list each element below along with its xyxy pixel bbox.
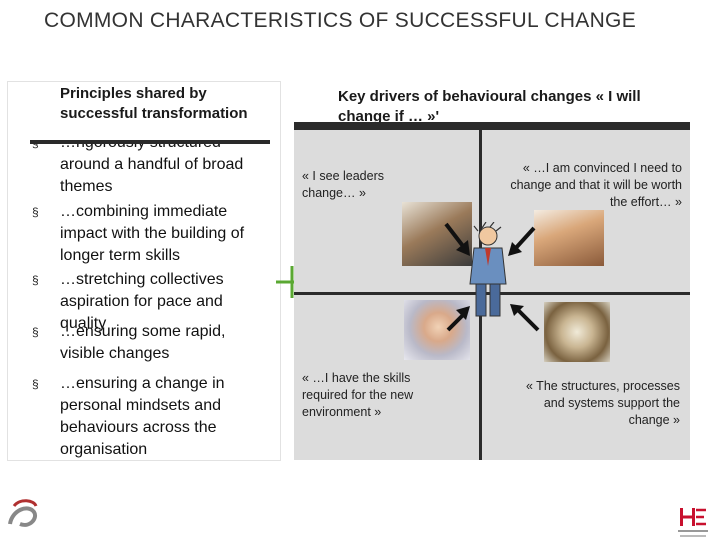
climbers-photo	[402, 202, 472, 266]
principle-text-5: …ensuring a change in personal mindsets …	[60, 375, 225, 458]
drivers-header: Key drivers of behavioural changes « I w…	[294, 82, 690, 130]
principle-item-3: § …stretching collectives aspiration for…	[8, 269, 272, 335]
driver-leaders-text: « I see leaders change… »	[302, 169, 384, 200]
principles-header: Principles shared by successful transfor…	[30, 84, 270, 144]
principles-panel: Principles shared by successful transfor…	[8, 82, 280, 460]
drivers-panel: Key drivers of behavioural changes « I w…	[294, 82, 690, 460]
page-title: COMMON CHARACTERISTICS OF SUCCESSFUL CHA…	[44, 9, 636, 32]
arrow-from-skills-icon	[446, 306, 470, 332]
principle-text-4: …ensuring some rapid, visible changes	[60, 323, 226, 362]
swirl-logo-icon	[8, 499, 38, 527]
bullet-marker: §	[32, 205, 39, 219]
hse-logo-icon	[678, 508, 708, 537]
principle-text-3: …stretching collectives aspiration for p…	[60, 271, 224, 332]
principles-list: § …rigorously structured around a handfu…	[8, 126, 280, 461]
arrow-from-leaders-icon	[444, 222, 470, 256]
bullet-marker: §	[32, 273, 39, 287]
gears-photo	[544, 302, 610, 362]
principle-text-2: …combining immediate impact with the bui…	[60, 203, 245, 264]
driver-skills-text: « …I have the skills required for the ne…	[302, 371, 414, 419]
principle-item-4: § …ensuring some rapid, visible changes	[8, 321, 272, 365]
driver-conviction-text: « …I am convinced I need to change and t…	[510, 161, 682, 209]
principle-item-2: § …combining immediate impact with the b…	[8, 201, 272, 267]
bullet-marker: §	[32, 325, 39, 339]
driver-structures-text: « The structures, processes and systems …	[525, 379, 680, 427]
bullet-marker: §	[32, 377, 39, 391]
arrow-from-structures-icon	[510, 304, 540, 332]
businessman-icon	[469, 222, 507, 317]
principle-item-5: § …ensuring a change in personal mindset…	[8, 373, 272, 461]
arrow-from-conviction-icon	[508, 226, 536, 256]
handshake-photo	[534, 210, 604, 266]
